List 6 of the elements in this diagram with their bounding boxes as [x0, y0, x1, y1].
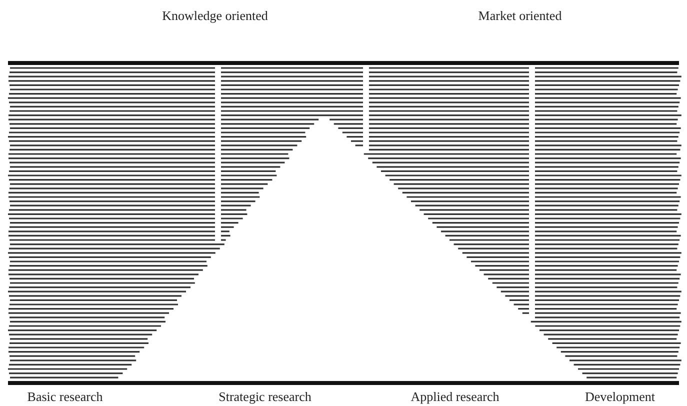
stage-label: Strategic research: [218, 389, 312, 405]
stage-label: Development: [584, 389, 656, 405]
orientation-heading: Market oriented: [478, 8, 562, 24]
orientation-heading: Knowledge oriented: [162, 8, 268, 24]
stage-label: Basic research: [27, 389, 103, 405]
stage-label: Applied research: [410, 389, 500, 405]
